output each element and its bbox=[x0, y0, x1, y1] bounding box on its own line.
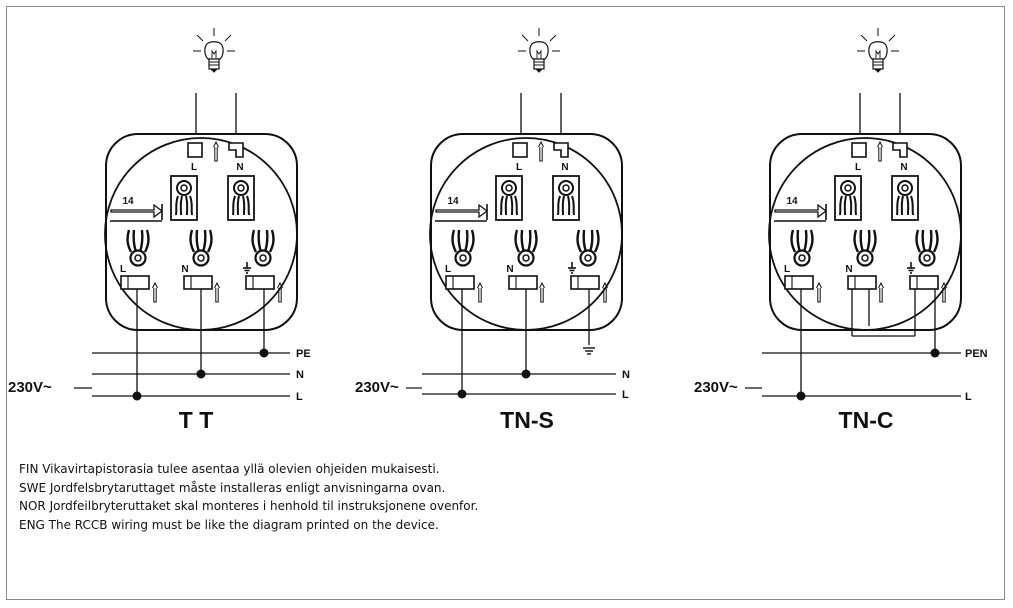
rail-label-l: L bbox=[296, 391, 303, 403]
output-label-n: N bbox=[236, 162, 243, 173]
output-terminal-n bbox=[228, 142, 244, 158]
output-label-l: L bbox=[191, 162, 197, 173]
light-bulb-icon bbox=[856, 27, 900, 73]
socket-contact-l bbox=[495, 175, 523, 221]
socket-contact-l bbox=[170, 175, 198, 221]
output-terminal-n bbox=[553, 142, 569, 158]
junction-dot bbox=[457, 389, 467, 399]
clamp-n bbox=[847, 275, 877, 290]
clamp-n bbox=[183, 275, 213, 290]
note-swe: SWE Jordfelsbrytaruttaget måste installe… bbox=[19, 480, 446, 495]
terminal-label-n: N bbox=[181, 264, 188, 275]
output-terminal-l bbox=[512, 142, 528, 158]
terminal-label-l: L bbox=[120, 264, 126, 275]
rail-label-n: N bbox=[622, 369, 630, 381]
supply-label: 230V~ bbox=[8, 379, 52, 396]
supply-label: 230V~ bbox=[355, 379, 399, 396]
system-title: T T bbox=[179, 407, 214, 433]
supply-label: 230V~ bbox=[694, 379, 738, 396]
note-eng: ENG The RCCB wiring must be like the dia… bbox=[19, 517, 439, 532]
test-button-arrow bbox=[110, 203, 164, 219]
test-button-label: 14 bbox=[447, 196, 459, 207]
test-button-label: 14 bbox=[786, 196, 798, 207]
test-button-arrow bbox=[435, 203, 489, 219]
figure-frame bbox=[6, 6, 1005, 600]
system-title: TN-S bbox=[500, 407, 554, 433]
socket-face bbox=[768, 137, 962, 331]
note-fin: FIN Vikavirtapistorasia tulee asentaa yl… bbox=[19, 462, 440, 476]
system-title: TN-C bbox=[839, 407, 894, 433]
light-bulb-icon bbox=[517, 27, 561, 73]
test-button-arrow bbox=[774, 203, 828, 219]
terminal-label-l: L bbox=[445, 264, 451, 275]
instruction-notes: FIN Vikavirtapistorasia tulee asentaa yl… bbox=[19, 460, 478, 534]
light-bulb-icon bbox=[192, 27, 236, 73]
junction-dot bbox=[930, 348, 940, 358]
terminal-label-n: N bbox=[845, 264, 852, 275]
junction-dot bbox=[259, 348, 269, 358]
junction-dot bbox=[796, 391, 806, 401]
note-nor: NOR Jordfeilbryteruttaket skal monteres … bbox=[19, 499, 479, 513]
terminal-label-l: L bbox=[784, 264, 790, 275]
output-terminal-l bbox=[851, 142, 867, 158]
rail-label-n: N bbox=[296, 369, 304, 381]
clamp-pe bbox=[245, 275, 275, 290]
ground-symbol-icon bbox=[583, 347, 595, 355]
junction-dot bbox=[521, 369, 531, 379]
junction-dot bbox=[132, 391, 142, 401]
output-label-l: L bbox=[855, 162, 861, 173]
socket-contact-n bbox=[891, 175, 919, 221]
clamp-l bbox=[445, 275, 475, 290]
output-label-n: N bbox=[561, 162, 568, 173]
output-terminal-n bbox=[892, 142, 908, 158]
output-terminal-l bbox=[187, 142, 203, 158]
rail-label-pe: PE bbox=[296, 348, 311, 360]
rail-label-l: L bbox=[622, 389, 629, 401]
output-label-l: L bbox=[516, 162, 522, 173]
clamp-n bbox=[508, 275, 538, 290]
clamp-l bbox=[784, 275, 814, 290]
socket-contact-n bbox=[552, 175, 580, 221]
test-button-label: 14 bbox=[122, 196, 134, 207]
clamp-pe bbox=[570, 275, 600, 290]
clamp-l bbox=[120, 275, 150, 290]
rail-label-l: L bbox=[965, 391, 972, 403]
socket-contact-l bbox=[834, 175, 862, 221]
clamp-pe bbox=[909, 275, 939, 290]
junction-dot bbox=[196, 369, 206, 379]
output-label-n: N bbox=[900, 162, 907, 173]
rail-label-pen: PEN bbox=[965, 348, 988, 360]
socket-contact-n bbox=[227, 175, 255, 221]
terminal-label-n: N bbox=[506, 264, 513, 275]
